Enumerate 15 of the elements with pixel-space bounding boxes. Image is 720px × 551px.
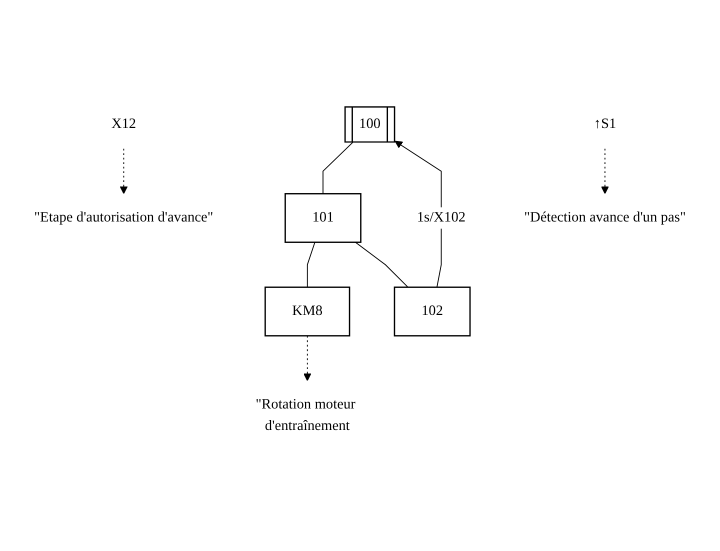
connector — [322, 142, 354, 194]
arrow — [120, 148, 128, 194]
node-text: "Etape d'autorisation d'avance" — [34, 210, 214, 226]
connector — [354, 242, 408, 288]
edge-label: 1s/X102 — [416, 210, 466, 226]
node-box: 101 — [284, 192, 362, 243]
arrow — [303, 335, 312, 382]
node-text: "Détection avance d'un pas" — [524, 210, 686, 226]
node-box: 102 — [394, 286, 471, 336]
arrow — [601, 148, 609, 194]
node-text: ↑S1 — [594, 116, 616, 132]
connector — [306, 242, 316, 288]
node-box: KM8 — [264, 286, 350, 336]
node-text: X12 — [111, 116, 136, 132]
node-text: "Rotation moteur d'entraînement — [256, 396, 356, 434]
